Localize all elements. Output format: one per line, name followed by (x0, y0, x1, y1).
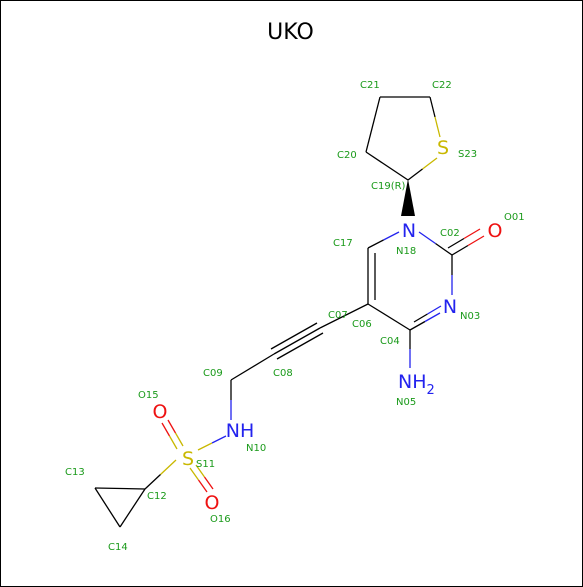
label-s23: S23 (458, 149, 477, 160)
atom-o01: O (488, 220, 503, 242)
atom-n10: NH (226, 420, 255, 442)
bond-n10-s11-b (197, 442, 213, 451)
bond-c07-c08-3 (276, 332, 324, 360)
bond-c08-c09 (230, 353, 275, 381)
label-n05: N05 (396, 397, 416, 408)
bond-c07-c08-2 (270, 322, 318, 350)
atom-o15: O (153, 401, 168, 423)
label-o01: O01 (504, 212, 525, 223)
atom-labels: O01 C02 N03 C04 N05 C06 C07 C08 C09 N10 … (65, 80, 525, 553)
bond-c02-o01-b-a (447, 237, 465, 249)
label-o15: O15 (138, 390, 159, 401)
bond-c02-o01-a-a (451, 244, 469, 256)
bond-c06-c07 (319, 303, 369, 329)
atom-n05-symbol: NH (398, 371, 427, 393)
atom-s11: S (182, 448, 194, 470)
label-c04: C04 (380, 336, 400, 347)
bond-c19-n18-wedge (401, 179, 415, 216)
bond-c20-c19 (365, 151, 409, 181)
label-c19: C19(R) (371, 181, 406, 192)
bond-c21-c20 (365, 96, 381, 153)
bond-s11-o16-b-a (195, 464, 206, 478)
bond-c02-n18-b (418, 231, 436, 245)
label-c06: C06 (352, 319, 372, 330)
bond-s11-c12-a (160, 459, 177, 475)
label-c08: C08 (273, 368, 293, 379)
bond-c13-c14 (94, 487, 121, 528)
bond-s11-o15-b-b (161, 422, 171, 437)
bonds (94, 96, 485, 528)
bond-s23-c19-a (422, 157, 438, 170)
bond-s11-o16-a-b (197, 479, 208, 493)
bond-s11-o15-b-a (168, 435, 178, 450)
label-n10: N10 (246, 443, 266, 454)
bond-c22-s23-a (429, 96, 436, 118)
bond-c04-n03-inner-b (427, 305, 442, 315)
bond-c02-o01-a-b (467, 235, 485, 247)
atom-symbols: S N O N NH2 NH S O O (153, 137, 503, 514)
label-c02: C02 (440, 228, 460, 239)
label-n18: N18 (396, 246, 416, 257)
bond-c02-o01-b-b (463, 228, 481, 240)
bond-c12-c13 (94, 487, 146, 490)
bond-n18-c17-b (367, 239, 384, 249)
bond-c04-n03-b (424, 312, 441, 323)
bond-s11-o15-a-a (174, 432, 184, 447)
bond-c04-n03-a (409, 320, 426, 331)
bond-c14-c12 (119, 488, 146, 528)
bond-n18-c17-a (383, 231, 400, 241)
label-c17: C17 (333, 238, 353, 249)
atom-s23: S (437, 137, 449, 159)
molecule-title: UKO (267, 20, 314, 45)
label-c07: C07 (328, 310, 348, 321)
bond-s11-o16-a-a (189, 467, 200, 481)
label-c20: C20 (337, 150, 357, 161)
atom-n05: NH2 (398, 371, 435, 398)
label-o16: O16 (210, 514, 231, 525)
label-c21: C21 (360, 80, 380, 91)
bond-c02-n18-a (435, 242, 453, 256)
bond-c07-c08-1 (273, 327, 321, 355)
bond-s23-c19-b (407, 168, 423, 181)
label-c13: C13 (65, 467, 85, 478)
label-n03: N03 (460, 311, 480, 322)
label-c12: C12 (147, 491, 167, 502)
atom-o16: O (205, 492, 220, 514)
atom-n03: N (443, 296, 457, 318)
bond-s11-c12-b (144, 474, 161, 490)
bond-c22-s23-b (434, 116, 441, 138)
label-s11: S11 (196, 459, 215, 470)
atom-n05-subscript: 2 (427, 383, 435, 398)
label-c09: C09 (203, 368, 223, 379)
label-c22: C22 (432, 80, 452, 91)
bond-c06-c04 (367, 303, 411, 331)
bond-n10-s11-a (211, 435, 227, 444)
bond-c04-n03-inner-a (413, 313, 428, 323)
label-c14: C14 (108, 542, 128, 553)
bond-s11-o15-a-b (167, 419, 177, 434)
atom-n18: N (402, 220, 416, 242)
bond-s11-o16-b-b (203, 476, 214, 490)
